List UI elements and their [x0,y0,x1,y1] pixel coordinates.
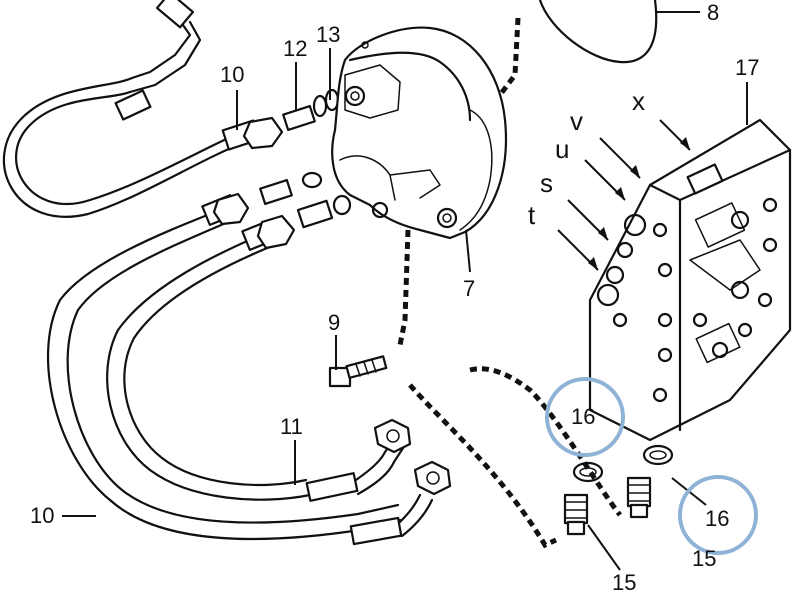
hose-fittings [201,116,452,496]
label-port-t: t [528,200,536,230]
label-15-left: 15 [612,570,636,592]
o-ring-8 [538,0,658,64]
label-10-top: 10 [220,62,244,87]
highlight-circle-right [678,475,758,555]
seal-16 [572,444,674,483]
port-arrows [557,119,691,271]
label-16-left: 16 [571,404,595,429]
label-10-left: 10 [30,503,54,528]
label-8: 8 [707,0,719,25]
label-port-s: s [540,168,553,198]
label-11: 11 [280,414,303,439]
fitting-15-right [626,476,652,519]
highlight-circles [545,377,758,555]
dashed-routes [397,17,622,549]
label-15-right: 15 [692,546,716,571]
label-9: 9 [328,310,340,335]
hose-10-loops [47,206,402,541]
highlight-circle-left [545,377,625,457]
label-port-v: v [570,106,583,136]
leader-lines [62,11,748,571]
label-17: 17 [735,55,759,80]
label-16-right: 16 [705,506,729,531]
label-7: 7 [463,276,475,301]
hose-10-top [2,0,252,218]
hose-11 [305,436,434,546]
valve-block-17 [588,118,792,442]
label-port-u: u [555,134,569,164]
label-12: 12 [283,36,307,61]
union-12 [259,104,334,229]
fitting-15-left [563,493,589,536]
motor-housing-7 [331,26,507,240]
label-port-x: x [632,86,645,116]
callout-labels: 8 17 13 12 10 7 9 11 10 15 15 16 16 x v … [30,0,759,592]
bolt-9 [328,355,388,388]
label-13: 13 [316,22,340,47]
